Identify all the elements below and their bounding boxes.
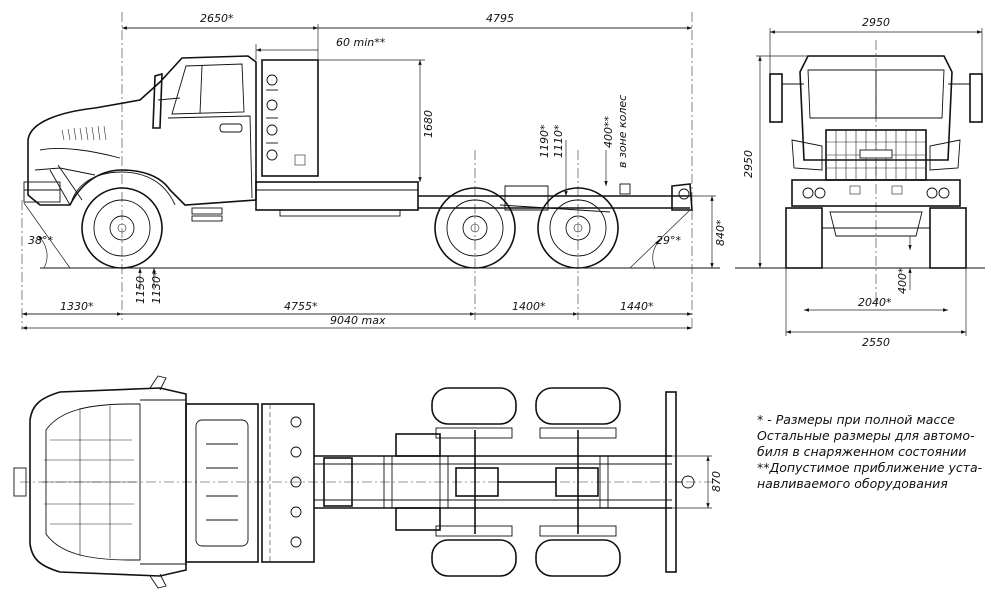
dim-height-1680: 1680 bbox=[422, 110, 435, 138]
dim-bogie: 1400* bbox=[512, 300, 546, 313]
frame-side bbox=[255, 181, 693, 217]
dim-approach-angle: 38°* bbox=[28, 234, 53, 247]
front-view: 2950 2950 400* 2040* 2550 bbox=[742, 16, 983, 349]
dim-frame-to-rear: 4795 bbox=[486, 12, 514, 25]
dim-track: 2040* bbox=[858, 296, 892, 309]
dim-front-clearance-1150: 1150 bbox=[134, 276, 147, 304]
rear-wheel-2 bbox=[537, 187, 619, 269]
dim-front-overhang: 1330* bbox=[60, 300, 94, 313]
dim-frame-width: 870 bbox=[710, 471, 723, 492]
front-wheel bbox=[81, 187, 163, 269]
side-view: 2650* 4795 60 min** 1680 1190* 1110* 400… bbox=[21, 12, 985, 330]
note-line: **Допустимое приближение уста- bbox=[757, 460, 983, 475]
cab-side bbox=[23, 55, 257, 222]
dim-total-length: 9040 max bbox=[330, 314, 386, 327]
rear-wheel-1 bbox=[434, 187, 516, 269]
notes-block: * - Размеры при полной массе Остальные р… bbox=[757, 412, 992, 492]
dim-height-400-wheels: 400** bbox=[602, 116, 615, 148]
dim-overall-width: 2550 bbox=[862, 336, 890, 349]
dim-min-gap: 60 min** bbox=[336, 36, 386, 49]
dim-wheelbase: 4755* bbox=[284, 300, 318, 313]
note-line: биля в снаряженном состоянии bbox=[757, 444, 967, 459]
dim-departure-angle: 29°* bbox=[656, 234, 681, 247]
dim-total-height: 2950 bbox=[742, 150, 755, 178]
dim-front-clearance-1130: 1130* bbox=[150, 270, 163, 304]
note-line: * - Размеры при полной массе bbox=[757, 412, 955, 427]
dim-rear-overhang: 1440* bbox=[620, 300, 654, 313]
dim-total-width: 2950 bbox=[862, 16, 890, 29]
dim-height-1190: 1190* bbox=[538, 124, 551, 158]
dim-height-1110: 1110* bbox=[552, 124, 565, 158]
note-line: Остальные размеры для автомо- bbox=[757, 428, 975, 443]
dim-ground-clearance: 400* bbox=[896, 267, 909, 294]
equipment-rack bbox=[261, 59, 319, 177]
top-view: 870 bbox=[13, 375, 723, 589]
dim-wheel-zone: в зоне колес bbox=[616, 95, 629, 168]
dim-cab-length: 2650* bbox=[200, 12, 234, 25]
note-line: навливаемого оборудования bbox=[757, 476, 948, 491]
dim-frame-height-840: 840* bbox=[714, 219, 727, 246]
